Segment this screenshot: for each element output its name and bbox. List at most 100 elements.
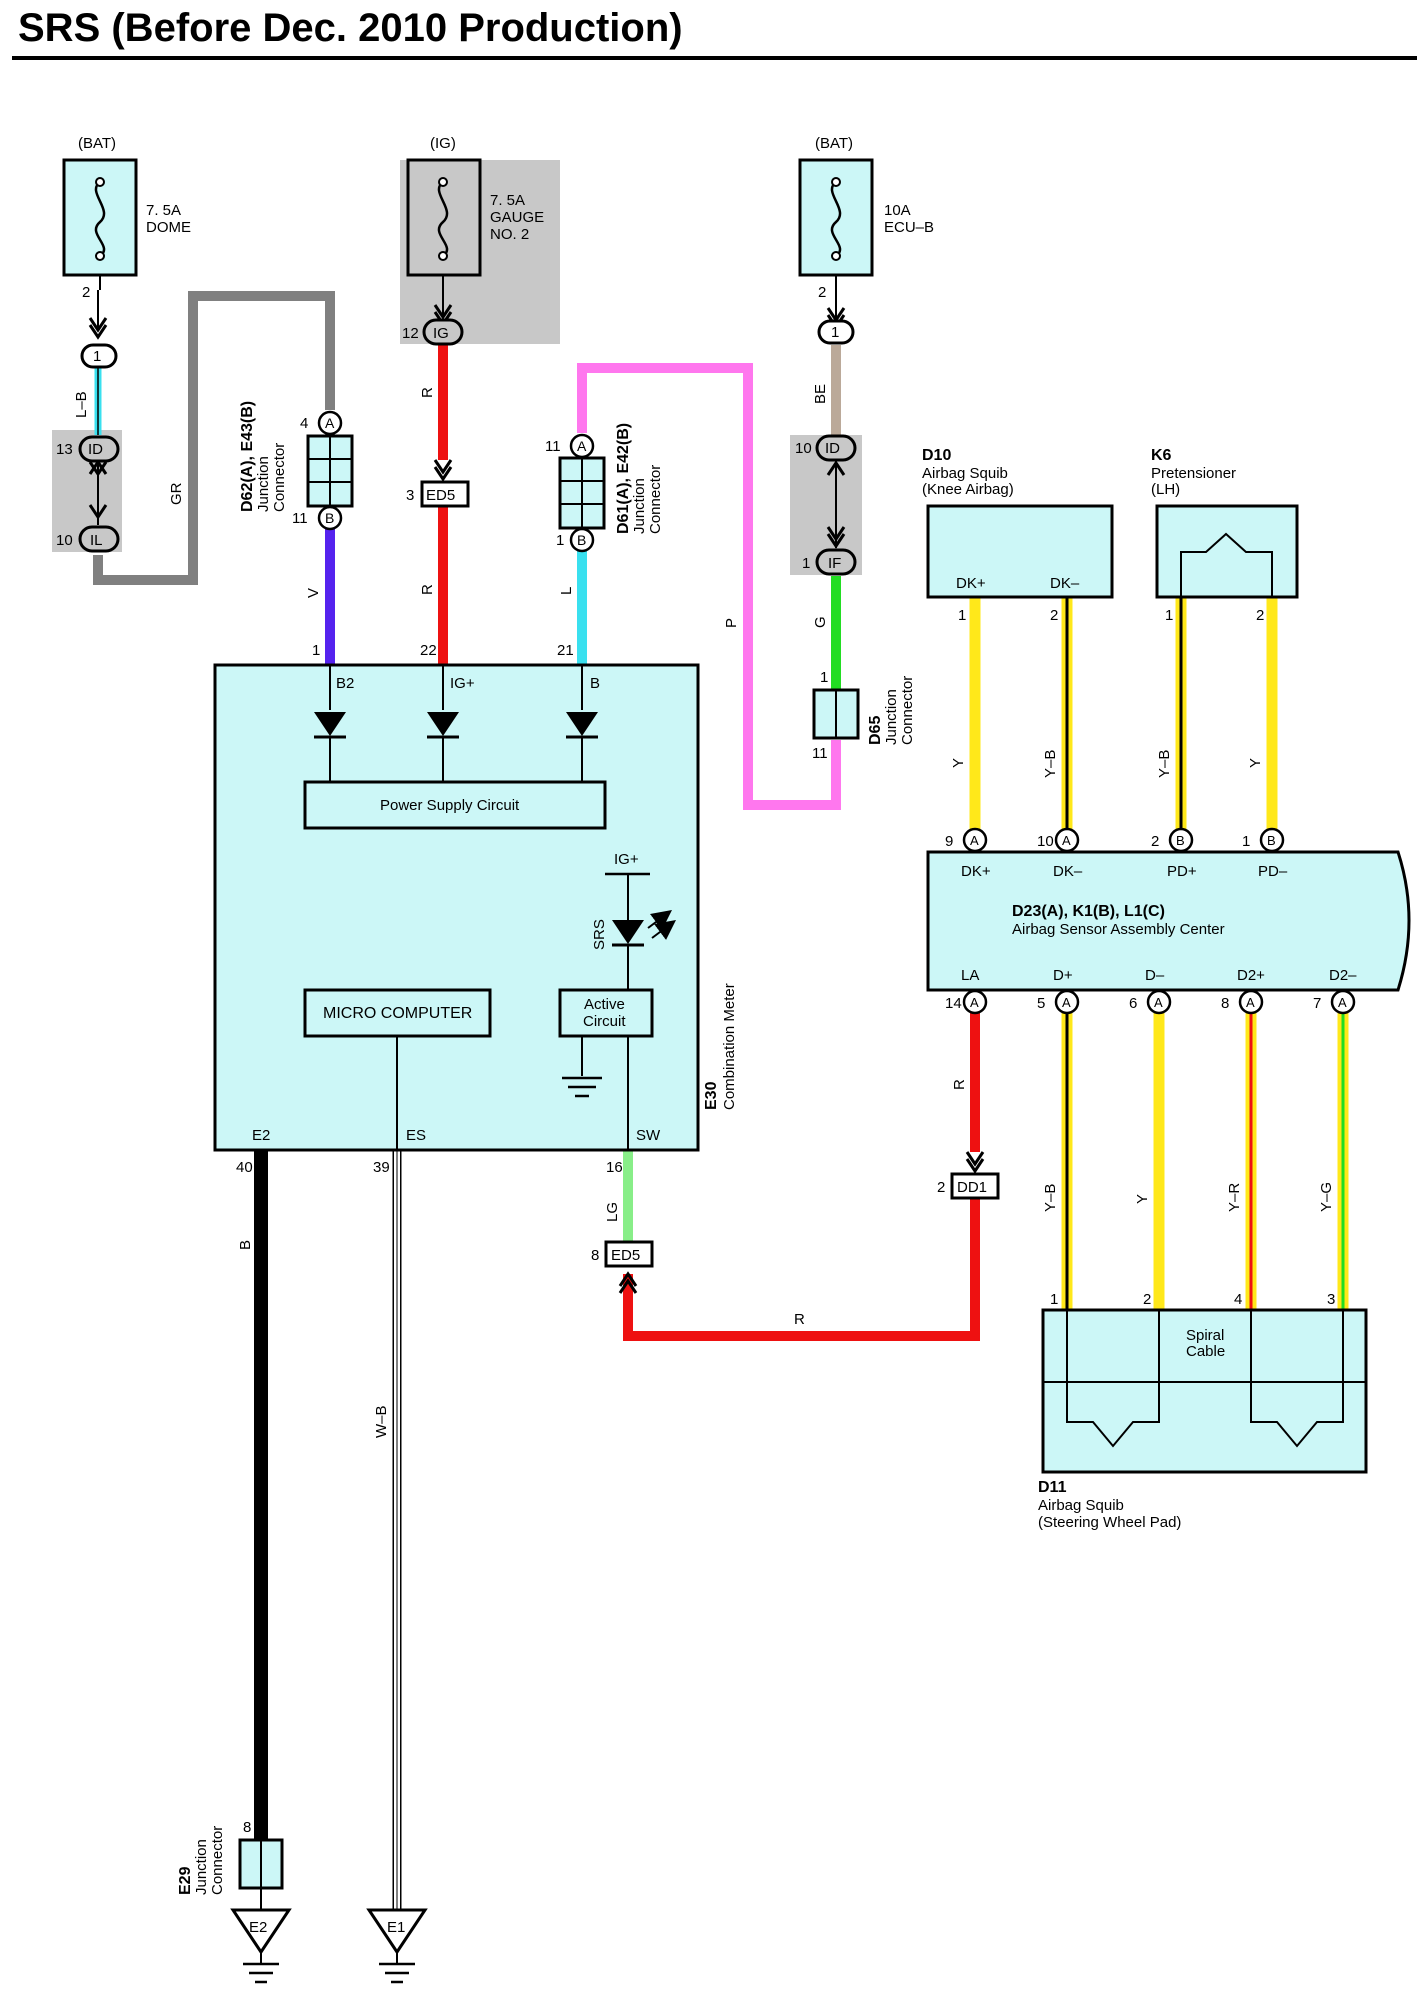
svg-text:ED5: ED5 xyxy=(426,487,455,504)
fuse-ecub-name: ECU–B xyxy=(884,219,934,236)
airbag-sensor-assembly xyxy=(926,850,1411,992)
fuse-gauge-name2: NO. 2 xyxy=(490,226,529,243)
svg-text:11: 11 xyxy=(812,745,828,762)
sensor-bot-pin-number: 14 xyxy=(945,995,962,1012)
svg-text:11: 11 xyxy=(545,438,561,455)
wire-label-gr: GR xyxy=(168,482,185,505)
k6-l1: Pretensioner xyxy=(1151,465,1236,482)
spiral-p1: 1 xyxy=(1050,1291,1058,1308)
dome-id-arrow-down xyxy=(88,461,108,477)
sensor-top-terminal: PD– xyxy=(1258,863,1288,880)
wire-gr xyxy=(93,291,335,585)
fuse-gauge-rating: 7. 5A xyxy=(490,192,525,209)
wire-label-v: V xyxy=(305,588,322,598)
meter-pin-e2: 40 xyxy=(236,1159,253,1176)
fuse-ecub-source: (BAT) xyxy=(815,135,853,152)
junction-d62 xyxy=(306,410,354,531)
sensor-bot-terminal: D– xyxy=(1145,967,1165,984)
ground-e1 xyxy=(366,1908,428,1984)
fuse-dome-pin: 2 xyxy=(82,284,90,301)
svg-text:ED5: ED5 xyxy=(611,1247,640,1264)
svg-text:8: 8 xyxy=(591,1247,599,1264)
svg-text:IG: IG xyxy=(433,325,449,342)
svg-text:IL: IL xyxy=(90,532,103,549)
meter-term-es: ES xyxy=(406,1127,426,1144)
diode-b2 xyxy=(314,712,346,736)
sensor-top-pin-number: 9 xyxy=(945,833,953,850)
meter-name: Combination Meter xyxy=(721,983,738,1110)
d11-l1: Airbag Squib xyxy=(1038,1497,1124,1514)
d62-l1: Junction xyxy=(255,456,272,512)
wire-label-g: G xyxy=(812,616,829,628)
d10-id: D10 xyxy=(922,447,951,464)
sensor-bot-terminal: D+ xyxy=(1053,967,1073,984)
meter-term-b2: B2 xyxy=(336,675,354,692)
fuse-gauge xyxy=(406,158,482,300)
d61-l1: Junction xyxy=(631,478,648,534)
k6-p2: 2 xyxy=(1256,607,1264,624)
srs-label: SRS xyxy=(591,919,608,950)
sensor-id: D23(A), K1(B), L1(C) xyxy=(1012,903,1165,920)
ground-symbol-meter xyxy=(562,1076,602,1098)
d10-t2: DK– xyxy=(1050,575,1080,592)
power-supply-label: Power Supply Circuit xyxy=(380,797,520,814)
wire-label-wb: W–B xyxy=(373,1405,390,1438)
d10-squib-knee xyxy=(926,504,1114,599)
wire-label-r1: R xyxy=(419,387,436,398)
meter-pin-es: 39 xyxy=(373,1159,390,1176)
svg-text:1: 1 xyxy=(802,555,810,572)
k6-l2: (LH) xyxy=(1151,481,1180,498)
conn-dome-1 xyxy=(80,343,118,369)
svg-text:IF: IF xyxy=(828,555,841,572)
sensor-bot-conn: A xyxy=(1338,995,1347,1010)
sensor-bot-terminal: D2– xyxy=(1329,967,1357,984)
sensor-bot-conn: A xyxy=(1246,995,1255,1010)
d61-id: D61(A), E42(B) xyxy=(615,423,632,534)
sensor-bot-pin-6: A6D– xyxy=(1129,967,1172,1015)
wire-label-l: L xyxy=(558,587,575,595)
k6-id: K6 xyxy=(1151,447,1172,464)
meter-pin-ig: 22 xyxy=(420,642,437,659)
svg-text:10: 10 xyxy=(795,440,812,457)
d10-l1: Airbag Squib xyxy=(922,465,1008,482)
meter-term-ig: IG+ xyxy=(450,675,475,692)
conn-ecub-id xyxy=(815,434,857,462)
wire-label-p: P xyxy=(723,618,740,628)
dome-arrow xyxy=(88,317,108,333)
wire-r-loop xyxy=(623,1196,980,1341)
svg-text:10: 10 xyxy=(56,532,73,549)
d10-p2: 2 xyxy=(1050,607,1058,624)
conn-ig xyxy=(422,318,464,346)
svg-text:A: A xyxy=(577,438,587,454)
e29-id: E29 xyxy=(177,1866,194,1895)
svg-text:B: B xyxy=(325,510,334,526)
wire-label-yb2: Y–B xyxy=(1156,750,1173,778)
sensor-bot-conn: A xyxy=(1062,995,1071,1010)
d65-id: D65 xyxy=(867,716,884,745)
wire-label-y1: Y xyxy=(950,758,967,768)
meter-id: E30 xyxy=(703,1081,720,1110)
junction-e29 xyxy=(238,1838,284,1890)
k6-p1: 1 xyxy=(1165,607,1173,624)
meter-term-b: B xyxy=(590,675,600,692)
sensor-top-terminal: DK– xyxy=(1053,863,1083,880)
k6-pretensioner xyxy=(1155,504,1299,599)
svg-text:12: 12 xyxy=(402,325,419,342)
ed5-top-arrow xyxy=(433,459,453,475)
spiral-p4: 4 xyxy=(1234,1291,1242,1308)
ed5-bot-arrow xyxy=(618,1271,638,1287)
wire-label-y3: Y xyxy=(1134,1194,1151,1204)
fuse-dome-rating: 7. 5A xyxy=(146,202,181,219)
svg-text:B: B xyxy=(577,532,586,548)
e29-l1: Junction xyxy=(193,1839,210,1895)
sensor-name: Airbag Sensor Assembly Center xyxy=(1012,921,1225,938)
sensor-top-conn: B xyxy=(1267,833,1276,848)
sensor-top-terminal: PD+ xyxy=(1167,863,1197,880)
spiral-p3: 3 xyxy=(1327,1291,1335,1308)
sensor-bot-conn: A xyxy=(970,995,979,1010)
spiral-l1: Spiral xyxy=(1186,1327,1224,1344)
meter-term-sw: SW xyxy=(636,1127,661,1144)
